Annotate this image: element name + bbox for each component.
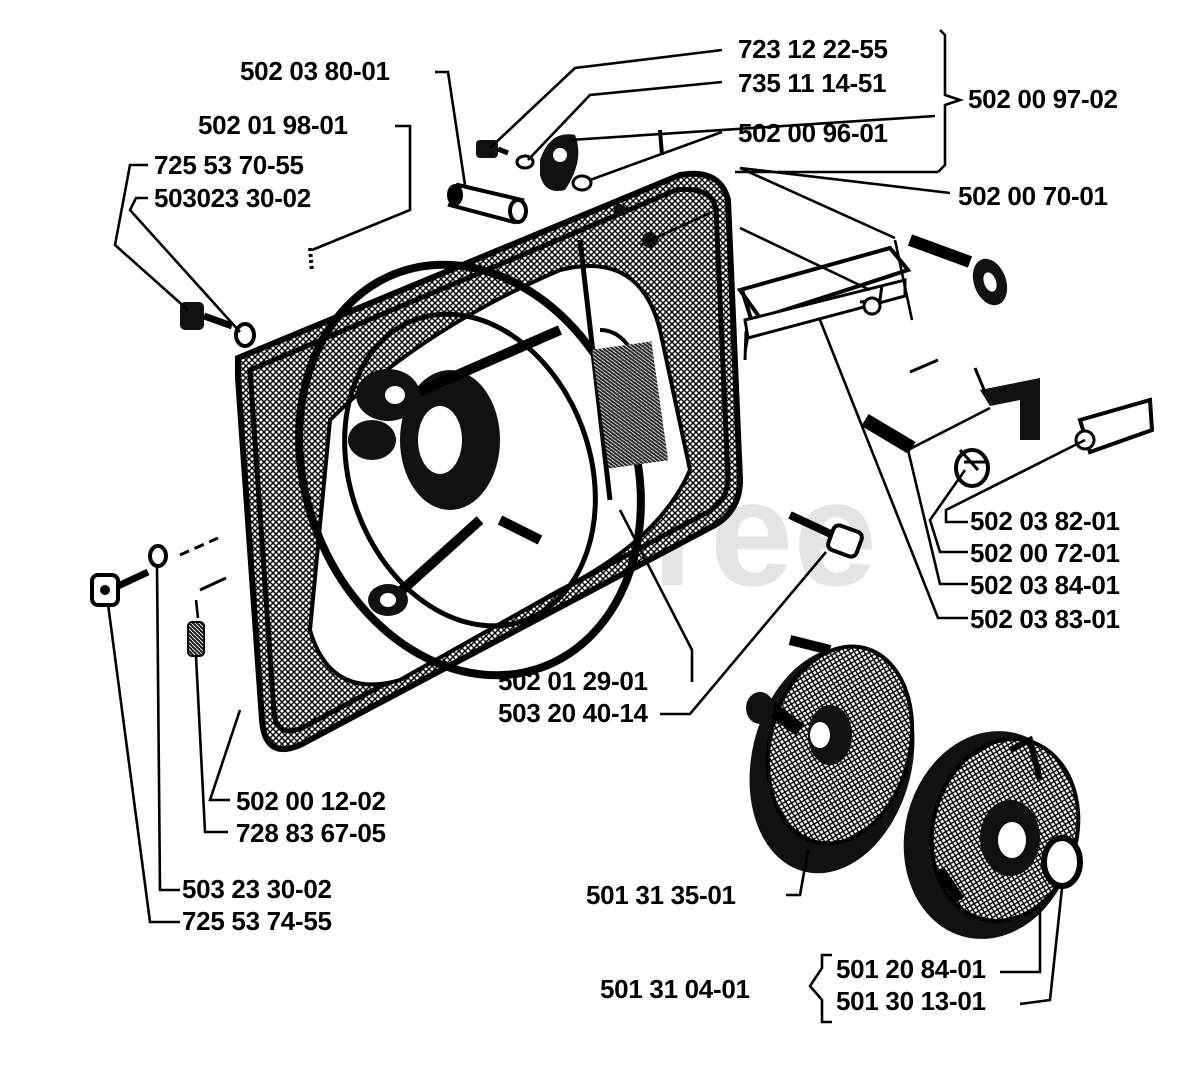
- starter-pulley-501-31-35-01: [746, 635, 915, 874]
- washer-503-23-30-02: [148, 544, 168, 568]
- spring-502-00-72-01: [861, 413, 990, 488]
- label-501-31-35-01: 501 31 35-01: [586, 880, 736, 910]
- label-723-12-22-55: 723 12 22-55: [738, 34, 888, 64]
- latch-502-03-82-01: [1074, 397, 1155, 455]
- part-labels: 723 12 22-55 735 11 14-51 502 03 80-01 5…: [154, 34, 1120, 1016]
- label-502-01-98-01: 502 01 98-01: [198, 110, 348, 140]
- spring-728-83-67-05: [187, 621, 205, 657]
- label-735-11-14-51: 735 11 14-51: [738, 68, 886, 98]
- label-502-03-84-01: 502 03 84-01: [970, 570, 1120, 600]
- screw-723-12-22-55: [476, 140, 509, 158]
- label-502-03-82-01: 502 03 82-01: [970, 506, 1120, 536]
- label-502-00-96-01: 502 00 96-01: [738, 118, 888, 148]
- washer-503023-30-02: [234, 322, 256, 348]
- screw-right-top: [907, 234, 1008, 306]
- hub-501-20-84-01: [903, 731, 1081, 939]
- label-725-53-70-55: 725 53 70-55: [154, 150, 304, 180]
- label-728-83-67-05: 728 83 67-05: [236, 818, 386, 848]
- label-725-53-74-55: 725 53 74-55: [182, 906, 332, 936]
- label-503-20-40-14: 503 20 40-14: [498, 698, 648, 728]
- label-502-00-70-01: 502 00 70-01: [958, 181, 1108, 211]
- pawl-502-00-96-01: [540, 134, 579, 191]
- label-502-00-97-02: 502 00 97-02: [968, 84, 1118, 114]
- label-501-31-04-01: 501 31 04-01: [600, 974, 750, 1004]
- guide-plate: [736, 245, 912, 361]
- leader-lines: [106, 29, 1086, 1024]
- bracket-502-03-84-01: [973, 367, 1040, 440]
- sleeve-502-03-80-01: [447, 182, 528, 225]
- bolt-503-20-40-14: [788, 511, 864, 559]
- label-501-30-13-01: 501 30 13-01: [836, 986, 986, 1016]
- bolt-725-53-74-55: [90, 568, 150, 607]
- label-503-23-30-02: 503 23 30-02: [182, 874, 332, 904]
- label-502-01-29-01: 502 01 29-01: [498, 666, 648, 696]
- label-502-03-80-01: 502 03 80-01: [240, 56, 390, 86]
- label-503023-30-02: 503023 30-02: [154, 183, 311, 213]
- washer-501-30-13-01: [1041, 835, 1083, 889]
- label-502-03-83-01: 502 03 83-01: [970, 604, 1120, 634]
- cover-plate: [235, 170, 744, 752]
- label-502-00-72-01: 502 00 72-01: [970, 538, 1120, 568]
- label-501-20-84-01: 501 20 84-01: [836, 954, 986, 984]
- label-502-00-12-02: 502 00 12-02: [236, 786, 386, 816]
